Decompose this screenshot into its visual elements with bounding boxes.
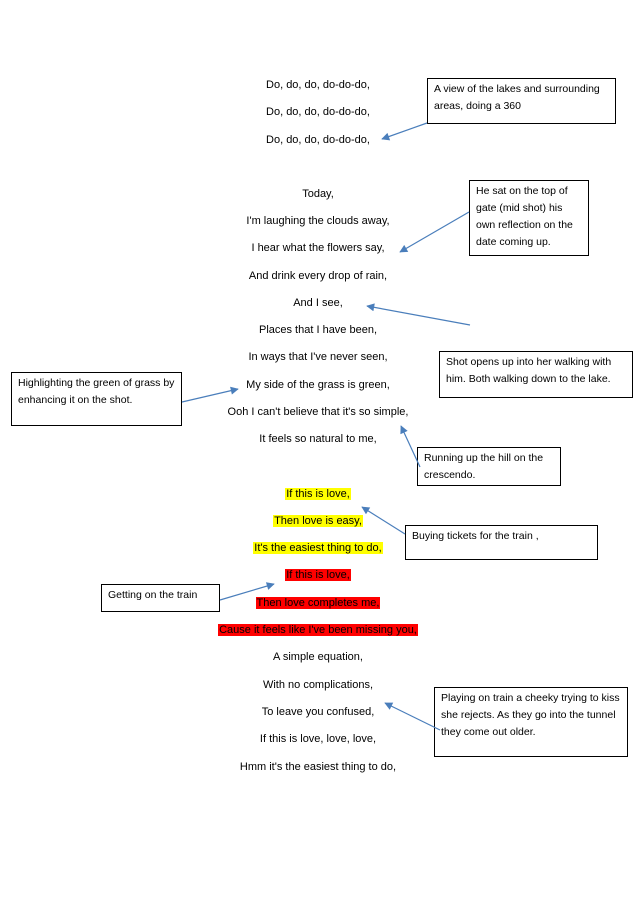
lyric-text: Do, do, do, do-do-do, bbox=[266, 79, 370, 91]
lyric-line: I hear what the flowers say, bbox=[0, 241, 637, 255]
lyric-line: Cause it feels like I've been missing yo… bbox=[0, 623, 637, 637]
note-getting-on-train: Getting on the train bbox=[101, 584, 220, 612]
lyric-line: Hmm it's the easiest thing to do, bbox=[0, 760, 637, 774]
lyric-text: And I see, bbox=[293, 297, 343, 309]
lyric-text-highlighted: If this is love, bbox=[285, 488, 351, 500]
lyric-line: A simple equation, bbox=[0, 650, 637, 664]
lyric-text: My side of the grass is green, bbox=[246, 379, 390, 391]
lyric-line: To leave you confused, bbox=[0, 705, 637, 719]
note-hill: Running up the hill on the crescendo. bbox=[417, 447, 561, 486]
lyric-line: It feels so natural to me, bbox=[0, 432, 637, 446]
note-text: Getting on the train bbox=[108, 589, 198, 601]
lyric-line: Ooh I can't believe that it's so simple, bbox=[0, 405, 637, 419]
note-text: Highlighting the green of grass by enhan… bbox=[18, 377, 175, 406]
note-text: A view of the lakes and surrounding area… bbox=[434, 83, 600, 112]
lyric-line: With no complications, bbox=[0, 678, 637, 692]
lyric-text-highlighted: It's the easiest thing to do, bbox=[253, 542, 383, 554]
lyric-text: It feels so natural to me, bbox=[259, 433, 377, 445]
note-text: Buying tickets for the train , bbox=[412, 530, 539, 542]
note-gate: He sat on the top of gate (mid shot) his… bbox=[469, 180, 589, 256]
lyric-text-highlighted: Then love is easy, bbox=[273, 515, 363, 527]
lyric-line: Do, do, do, do-do-do, bbox=[0, 78, 637, 92]
lyric-text: Do, do, do, do-do-do, bbox=[266, 134, 370, 146]
lyric-line: If this is love, bbox=[0, 568, 637, 582]
note-text: Shot opens up into her walking with him.… bbox=[446, 356, 612, 385]
arrow-tickets bbox=[361, 506, 406, 535]
lyric-text: I'm laughing the clouds away, bbox=[246, 215, 390, 227]
arrow-gate bbox=[399, 211, 470, 253]
lyric-line: Then love completes me, bbox=[0, 596, 637, 610]
arrow-getting-on bbox=[219, 582, 275, 601]
lyric-line: In ways that I've never seen, bbox=[0, 350, 637, 364]
lyric-line: My side of the grass is green, bbox=[0, 378, 637, 392]
lyric-text: In ways that I've never seen, bbox=[248, 351, 388, 363]
lyric-line: I'm laughing the clouds away, bbox=[0, 214, 637, 228]
lyric-line: If this is love, bbox=[0, 487, 637, 501]
note-text: Playing on train a cheeky trying to kiss… bbox=[441, 692, 620, 738]
note-walking: Shot opens up into her walking with him.… bbox=[439, 351, 633, 398]
lyric-line: And I see, bbox=[0, 296, 637, 310]
lyric-text: A simple equation, bbox=[273, 651, 363, 663]
lyric-text: Today, bbox=[302, 188, 334, 200]
lyric-text: With no complications, bbox=[262, 679, 374, 691]
lyric-line: Places that I have been, bbox=[0, 323, 637, 337]
lyric-line: It's the easiest thing to do, bbox=[0, 541, 637, 555]
lyric-text: I hear what the flowers say, bbox=[251, 242, 385, 254]
note-tickets: Buying tickets for the train , bbox=[405, 525, 598, 560]
lyric-text: Places that I have been, bbox=[258, 324, 378, 336]
arrow-lakes bbox=[381, 122, 428, 141]
lyric-text-highlighted: If this is love, bbox=[285, 569, 351, 581]
note-grass: Highlighting the green of grass by enhan… bbox=[11, 372, 182, 426]
lyric-text: Hmm it's the easiest thing to do, bbox=[239, 761, 397, 773]
lyric-text-highlighted: Cause it feels like I've been missing yo… bbox=[218, 624, 418, 636]
lyric-text: To leave you confused, bbox=[261, 706, 375, 718]
lyric-text: And drink every drop of rain, bbox=[248, 270, 388, 282]
lyric-text: Do, do, do, do-do-do, bbox=[266, 106, 370, 118]
note-text: Running up the hill on the crescendo. bbox=[424, 452, 544, 481]
lyric-line: Today, bbox=[0, 187, 637, 201]
note-playing: Playing on train a cheeky trying to kiss… bbox=[434, 687, 628, 757]
arrow-playing bbox=[384, 702, 441, 731]
lyric-text-highlighted: Then love completes me, bbox=[255, 597, 381, 609]
lyric-line: Then love is easy, bbox=[0, 514, 637, 528]
lyric-text: If this is love, love, love, bbox=[259, 733, 377, 745]
lyric-line: And drink every drop of rain, bbox=[0, 269, 637, 283]
lyric-line: Do, do, do, do-do-do, bbox=[0, 133, 637, 147]
arrow-grass bbox=[181, 386, 239, 403]
note-lakes-view: A view of the lakes and surrounding area… bbox=[427, 78, 616, 124]
lyric-text: Ooh I can't believe that it's so simple, bbox=[227, 406, 409, 418]
arrow-hill bbox=[400, 425, 421, 468]
arrow-walking bbox=[366, 303, 471, 326]
note-text: He sat on the top of gate (mid shot) his… bbox=[476, 185, 573, 248]
lyric-line: If this is love, love, love, bbox=[0, 732, 637, 746]
lyric-line: Do, do, do, do-do-do, bbox=[0, 105, 637, 119]
